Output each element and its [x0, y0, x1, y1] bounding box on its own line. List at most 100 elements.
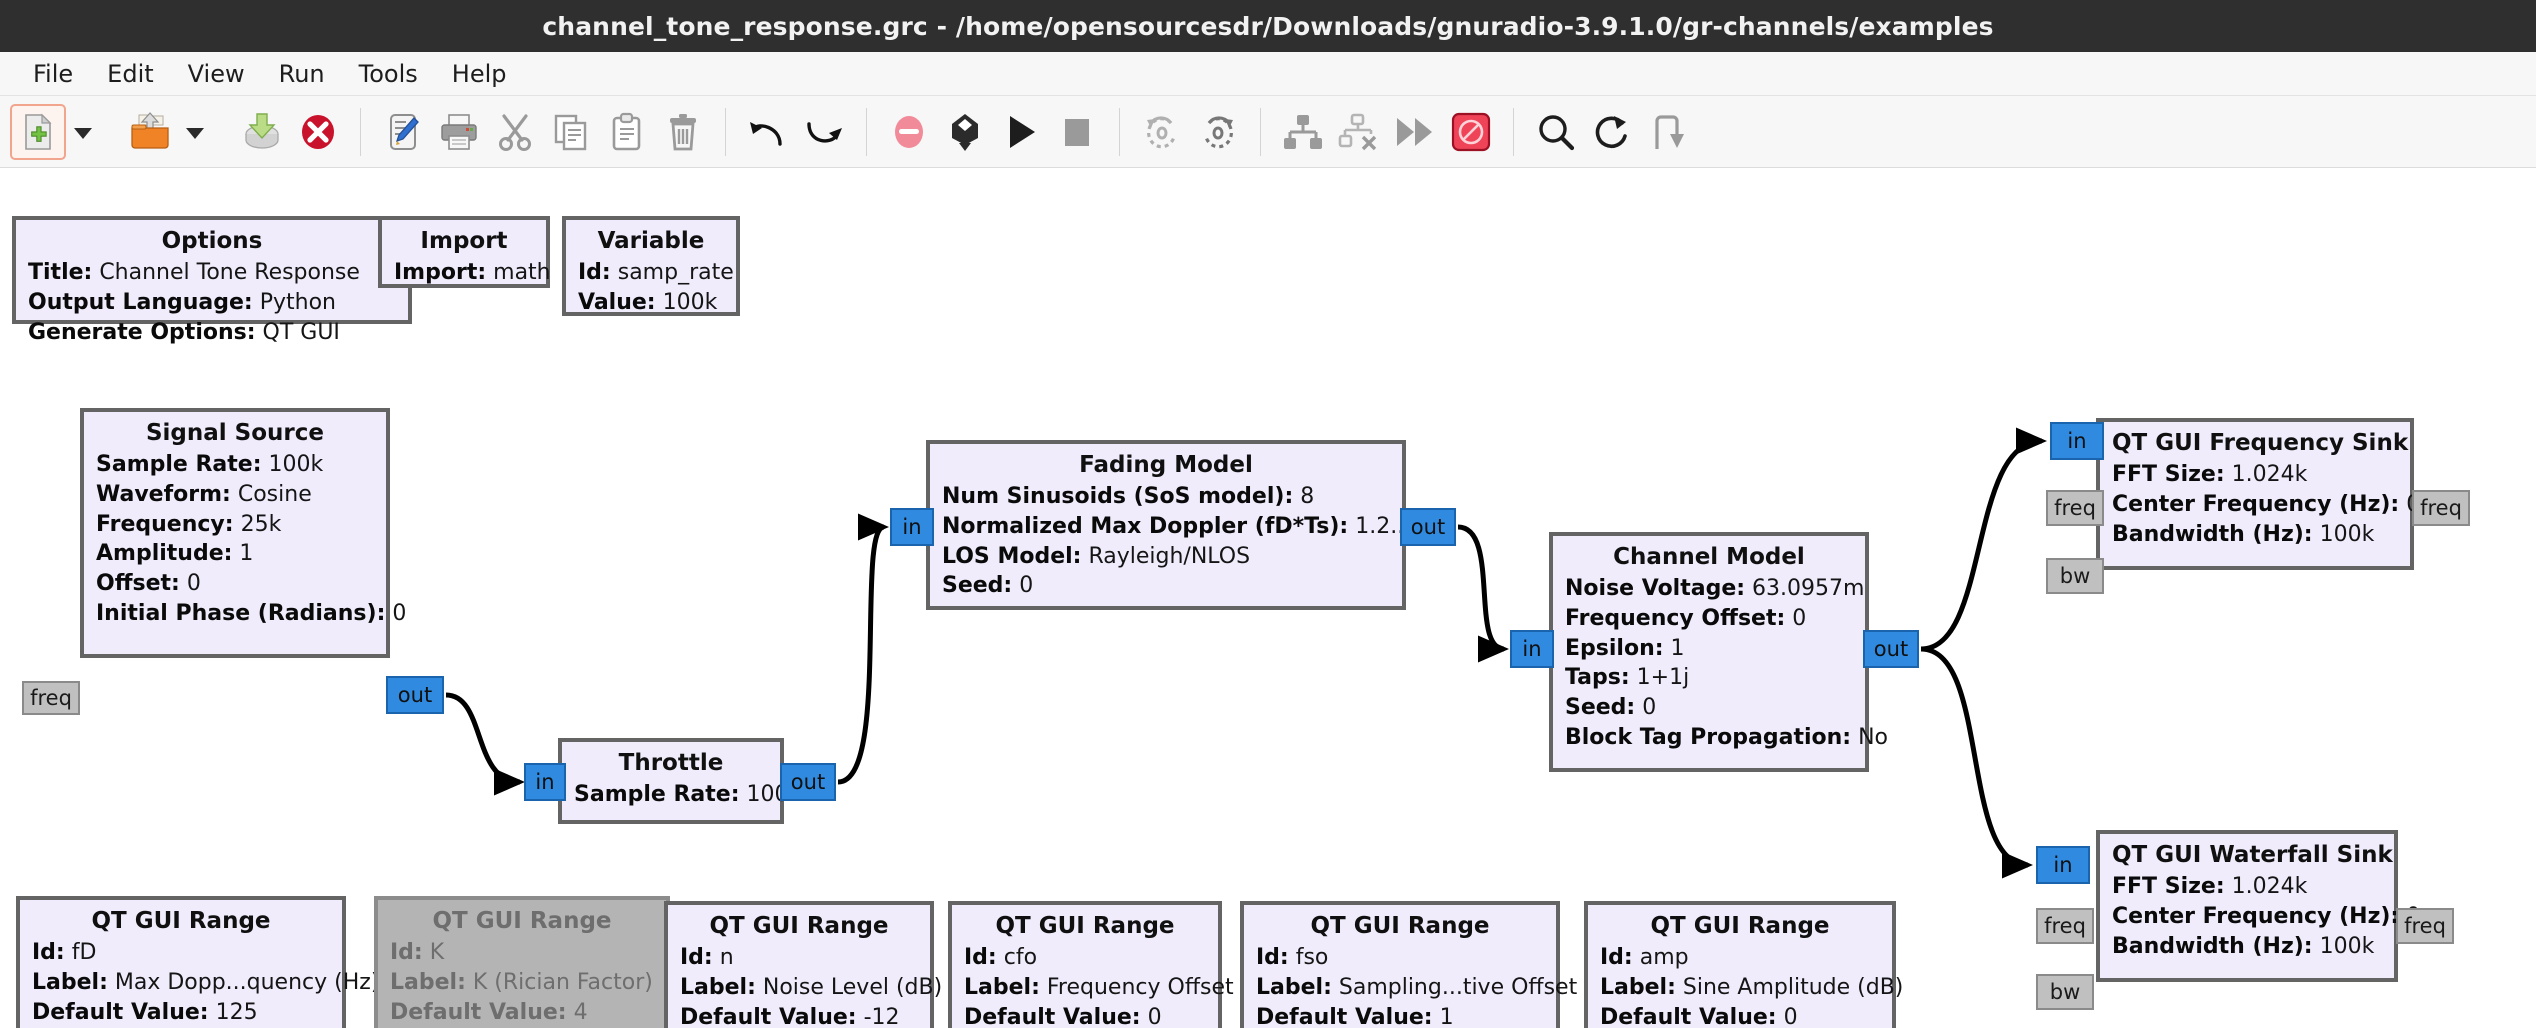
throttle-in-port[interactable]: in	[524, 763, 566, 801]
block-param-value: 100k	[2312, 521, 2375, 547]
execute-flowgraph-button[interactable]	[993, 104, 1049, 160]
block-param-value: 125	[208, 999, 258, 1025]
channel-model-in-port[interactable]: in	[1510, 630, 1554, 668]
waterfall-sink-freq-msg-port-left[interactable]: freq	[2036, 908, 2094, 944]
fading-model-in-port[interactable]: in	[890, 508, 934, 546]
waterfall-sink-freq-msg-port-right[interactable]: freq	[2396, 908, 2454, 944]
block-param-value: K	[422, 939, 445, 965]
wire-channel-model-to-waterfall-sink[interactable]	[1920, 646, 2033, 879]
wire-channel-model-to-frequency-sink[interactable]	[1920, 427, 2047, 652]
port-label: in	[2053, 852, 2073, 877]
edit-properties-button[interactable]	[375, 104, 431, 160]
redo-button[interactable]	[796, 104, 852, 160]
fading-model-out-port[interactable]: out	[1400, 508, 1456, 546]
create-hier-block-button[interactable]	[1275, 104, 1331, 160]
trash-icon	[663, 112, 703, 152]
block-param-key: Frequency Offset:	[1565, 605, 1786, 631]
menu-item-run[interactable]: Run	[278, 59, 325, 88]
menu-item-file[interactable]: File	[33, 59, 74, 88]
port-label: bw	[2049, 979, 2081, 1004]
rotate-right-button[interactable]	[1190, 104, 1246, 160]
wire-throttle-to-fading-model[interactable]	[837, 513, 889, 785]
rotate-left-button[interactable]	[1134, 104, 1190, 160]
block-param-value: Rayleigh/NLOS	[1081, 543, 1251, 569]
save-button[interactable]	[234, 104, 290, 160]
hierarchy-remove-icon	[1338, 112, 1380, 152]
block-param-value: 25k	[233, 511, 282, 537]
open-recent-dropdown[interactable]	[178, 104, 212, 160]
menu-item-tools[interactable]: Tools	[358, 59, 418, 88]
block-param-value: Channel Tone Response	[92, 259, 360, 285]
more-button[interactable]	[1387, 104, 1443, 160]
signal-source-freq-msg-port[interactable]: freq	[22, 681, 80, 715]
menu-item-help[interactable]: Help	[451, 59, 507, 88]
block-param-key: Label:	[1600, 974, 1676, 1000]
find-block-button[interactable]	[1528, 104, 1584, 160]
disable-block-button[interactable]	[881, 104, 937, 160]
delete-button[interactable]	[655, 104, 711, 160]
reload-icon	[1591, 112, 1633, 152]
open-flowgraph-button[interactable]	[122, 104, 178, 160]
block-param-value: QT GUI	[255, 319, 340, 345]
frequency-sink-freq-msg-port-right[interactable]: freq	[2412, 490, 2470, 526]
block-param-key: Center Frequency (Hz):	[2112, 491, 2400, 517]
block-param-row: Waveform: Cosine	[96, 480, 374, 510]
block-param-value: 4	[566, 999, 588, 1025]
cut-button[interactable]	[487, 104, 543, 160]
toggle-flowgraph-button[interactable]	[1640, 104, 1696, 160]
connection-wires	[445, 427, 2047, 879]
disable-all-button[interactable]	[1443, 104, 1499, 160]
print-button[interactable]	[431, 104, 487, 160]
copy-button[interactable]	[543, 104, 599, 160]
close-button[interactable]	[290, 104, 346, 160]
chevron-down-icon	[182, 119, 208, 145]
frequency-sink-freq-msg-port-left[interactable]: freq	[2046, 490, 2104, 526]
waterfall-sink-bw-msg-port-left[interactable]: bw	[2036, 974, 2094, 1010]
port-label: freq	[30, 685, 72, 710]
block-param-value: 8	[1293, 483, 1315, 509]
block-param-key: Waveform:	[96, 481, 231, 507]
undo-button[interactable]	[740, 104, 796, 160]
signal-source-out-port[interactable]: out	[386, 676, 444, 714]
frequency-sink-bw-msg-port-left[interactable]: bw	[2046, 558, 2104, 594]
wire-signal-source-to-throttle[interactable]	[445, 692, 525, 796]
block-title: Options	[161, 228, 263, 254]
channel-model-out-port[interactable]: out	[1863, 630, 1919, 668]
kill-flowgraph-button[interactable]	[1049, 104, 1105, 160]
frequency-sink-in-port[interactable]: in	[2050, 422, 2104, 460]
block-param-row: FFT Size: 1.024k	[2112, 872, 2382, 902]
paste-button[interactable]	[599, 104, 655, 160]
wire-fading-model-to-channel-model[interactable]	[1457, 524, 1509, 663]
block-param-row: Label: Sampling...tive Offset	[1256, 973, 1577, 1003]
bypass-block-button[interactable]	[937, 104, 993, 160]
block-param-value: K (Rician Factor)	[465, 969, 653, 995]
menu-item-view[interactable]: View	[187, 59, 245, 88]
menu-item-edit[interactable]: Edit	[107, 59, 154, 88]
reload-blocks-button[interactable]	[1584, 104, 1640, 160]
waterfall-sink-in-port[interactable]: in	[2036, 846, 2090, 884]
new-flowgraph-button[interactable]	[10, 103, 66, 160]
throttle-out-port[interactable]: out	[780, 763, 836, 801]
block-param-value: n	[712, 944, 734, 970]
new-flowgraph-dropdown[interactable]	[66, 104, 100, 160]
block-param-value: 0	[385, 601, 407, 627]
block-param-key: Frequency:	[96, 511, 234, 537]
remove-hier-block-button[interactable]	[1331, 104, 1387, 160]
block-param-row: Import: math	[394, 258, 551, 288]
